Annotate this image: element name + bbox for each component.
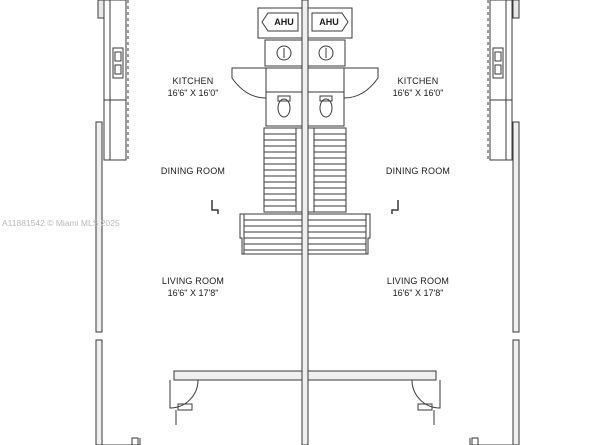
kitchen-counter-left — [103, 0, 129, 161]
kitchen-island-right — [308, 67, 379, 99]
living-label-right: LIVING ROOM — [387, 276, 449, 286]
kitchen-label-left: KITCHEN — [173, 76, 214, 86]
kitchen-dims-left: 16'6" X 16'0" — [168, 88, 219, 98]
ahu-label-right: AHU — [319, 17, 339, 27]
stair-landing-left — [239, 213, 303, 255]
kitchen-counter-right — [487, 0, 513, 161]
mls-watermark: A11881542 © Miami MLS 2025 — [2, 218, 120, 228]
powder-room-left — [265, 91, 303, 127]
bottom-walls — [96, 437, 514, 445]
kitchen-island-left — [231, 67, 302, 99]
kitchen-dims-right: 16'6" X 16'0" — [393, 88, 444, 98]
dining-label-right: DINING ROOM — [386, 166, 450, 176]
stairs-right — [307, 127, 347, 213]
living-label-left: LIVING ROOM — [162, 276, 224, 286]
living-dims-left: 16'6" X 17'8" — [168, 288, 219, 298]
ahu-label-left: AHU — [274, 17, 294, 27]
party-wall — [301, 0, 309, 445]
kitchen-label-right: KITCHEN — [398, 76, 439, 86]
water-heater-left — [264, 39, 303, 67]
entry-door-right — [411, 379, 441, 425]
living-dims-right: 16'6" X 17'8" — [393, 288, 444, 298]
wall-jog-right — [391, 200, 399, 214]
ahu-closet-left — [257, 7, 303, 39]
outer-wall-right — [511, 0, 520, 445]
ahu-closet-right — [307, 7, 353, 39]
wall-jog-left — [211, 200, 219, 214]
stair-landing-right — [307, 213, 371, 255]
dining-label-left: DINING ROOM — [161, 166, 225, 176]
water-heater-right — [307, 39, 346, 67]
foyer-wall — [173, 370, 437, 381]
entry-door-left — [169, 379, 199, 425]
powder-room-right — [307, 91, 345, 127]
stairs-left — [263, 127, 303, 213]
